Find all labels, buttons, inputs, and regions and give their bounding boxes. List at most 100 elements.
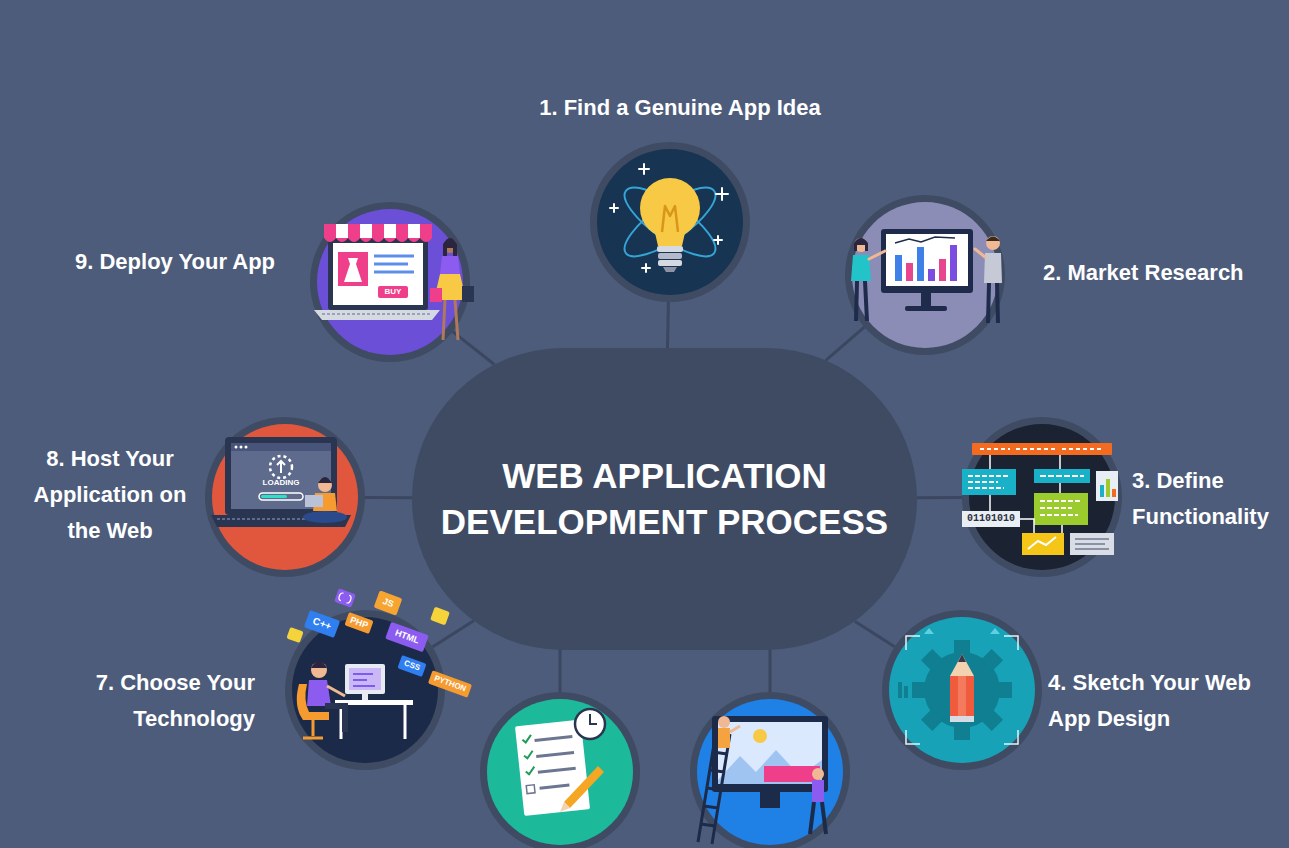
pill-fill bbox=[412, 348, 917, 650]
circle-shape bbox=[590, 142, 750, 302]
design-icon bbox=[950, 676, 974, 716]
functionality-icon bbox=[1100, 485, 1104, 497]
shop-icon bbox=[430, 288, 442, 302]
step-label: 4. Sketch Your Web App Design bbox=[1048, 665, 1282, 737]
lightbulb-icon bbox=[662, 206, 678, 232]
hosting-icon bbox=[245, 446, 248, 449]
development-circle bbox=[718, 728, 730, 748]
development-circle bbox=[690, 692, 850, 848]
developer-icon bbox=[353, 674, 375, 686]
step-circle: 1. Find a Genuine App Idea bbox=[590, 142, 750, 302]
development-circle bbox=[697, 699, 843, 845]
spoke-connector bbox=[432, 621, 473, 647]
circle-shape bbox=[882, 610, 1042, 770]
market-research-icon bbox=[950, 245, 957, 281]
hosting-icon bbox=[211, 437, 351, 527]
hosting-icon bbox=[225, 437, 337, 515]
hosting-icon bbox=[231, 443, 331, 509]
development-circle bbox=[718, 722, 822, 784]
development-circle bbox=[698, 732, 730, 844]
step-label-text: 4. Sketch Your Web App Design bbox=[1048, 665, 1282, 737]
developer-icon bbox=[349, 668, 381, 690]
market-research-icon bbox=[854, 238, 868, 252]
lightbulb-icon bbox=[658, 253, 682, 259]
circle-fill bbox=[317, 209, 463, 355]
shop-icon bbox=[322, 313, 432, 315]
planning-circle bbox=[575, 709, 605, 739]
step-circle: 2. Market Research bbox=[845, 195, 1005, 355]
step-label: 7. Choose Your Technology bbox=[55, 665, 255, 737]
planning-circle bbox=[487, 699, 633, 845]
hosting-icon bbox=[303, 511, 347, 523]
functionality-icon bbox=[980, 448, 1102, 450]
shop-icon bbox=[344, 258, 362, 282]
loading-text: LOADING bbox=[263, 479, 300, 487]
development-circle bbox=[690, 692, 850, 848]
shop-icon bbox=[333, 243, 423, 305]
shop-icon bbox=[374, 256, 414, 272]
functionality-icon bbox=[1075, 539, 1109, 549]
circle-ring bbox=[590, 142, 750, 302]
design-icon bbox=[958, 676, 966, 716]
market-research-icon bbox=[895, 255, 902, 281]
step-label: 1. Find a Genuine App Idea bbox=[539, 90, 821, 126]
circle-fill bbox=[292, 617, 438, 763]
development-circle bbox=[812, 780, 824, 802]
lightbulb-icon bbox=[657, 246, 683, 252]
step-label-text: 3. Define Functionality bbox=[1132, 463, 1282, 535]
functionality-icon bbox=[962, 511, 1020, 527]
shop-icon bbox=[336, 224, 348, 238]
developer-icon bbox=[311, 662, 327, 678]
step-circle: 8. Host Your Application on the Web bbox=[205, 417, 365, 577]
planning-circle bbox=[535, 737, 578, 789]
step-label-text: 8. Host Your Application on the Web bbox=[28, 441, 193, 549]
circle-fill bbox=[969, 424, 1115, 570]
functionality-icon bbox=[1040, 501, 1080, 515]
development-circle bbox=[812, 768, 824, 780]
development-circle bbox=[764, 766, 820, 782]
market-research-icon bbox=[921, 293, 931, 307]
functionality-icon bbox=[1070, 533, 1114, 555]
design-icon bbox=[904, 686, 908, 698]
button-text: BUY bbox=[385, 288, 402, 296]
step-circle: 9. Deploy Your App bbox=[310, 202, 470, 362]
functionality-icon bbox=[1034, 469, 1090, 483]
developer-icon bbox=[307, 680, 331, 706]
planning-circle bbox=[564, 766, 604, 808]
hosting-icon bbox=[318, 478, 332, 492]
shop-icon bbox=[314, 310, 440, 320]
design-icon bbox=[958, 654, 966, 662]
shop-icon bbox=[384, 224, 396, 238]
loading-text: LOADING bbox=[263, 479, 300, 487]
functionality-icon bbox=[972, 443, 1112, 455]
market-research-icon bbox=[895, 247, 924, 281]
step-label: 2. Market Research bbox=[1043, 255, 1244, 291]
functionality-icon bbox=[1022, 533, 1064, 555]
development-circle bbox=[760, 792, 780, 808]
market-research-icon bbox=[906, 263, 913, 281]
step-label-text: 7. Choose Your Technology bbox=[55, 665, 255, 737]
step-circle: 4. Sketch Your Web App Design bbox=[882, 610, 1042, 770]
market-research-icon bbox=[906, 259, 946, 281]
design-icon bbox=[996, 682, 1012, 698]
functionality-icon bbox=[1028, 537, 1056, 549]
step-label-text: 2. Market Research bbox=[1043, 255, 1244, 291]
shop-icon bbox=[324, 238, 432, 242]
functionality-icon bbox=[1096, 471, 1118, 501]
spoke-connector bbox=[855, 621, 895, 647]
planning-circle bbox=[526, 785, 535, 794]
lightbulb-icon bbox=[653, 226, 687, 246]
development-circle bbox=[718, 716, 730, 728]
planning-circle bbox=[560, 802, 570, 812]
step-circle: 7. Choose Your Technology bbox=[285, 610, 445, 770]
market-research-icon bbox=[886, 234, 968, 286]
hosting-icon bbox=[259, 493, 303, 500]
step-label: 9. Deploy Your App bbox=[75, 244, 275, 280]
hosting-icon bbox=[240, 446, 243, 449]
hosting-icon bbox=[270, 456, 292, 478]
planning-circle bbox=[522, 735, 535, 775]
market-research-icon bbox=[928, 245, 957, 281]
functionality-icon bbox=[1040, 475, 1084, 477]
functionality-icon bbox=[1034, 493, 1088, 525]
